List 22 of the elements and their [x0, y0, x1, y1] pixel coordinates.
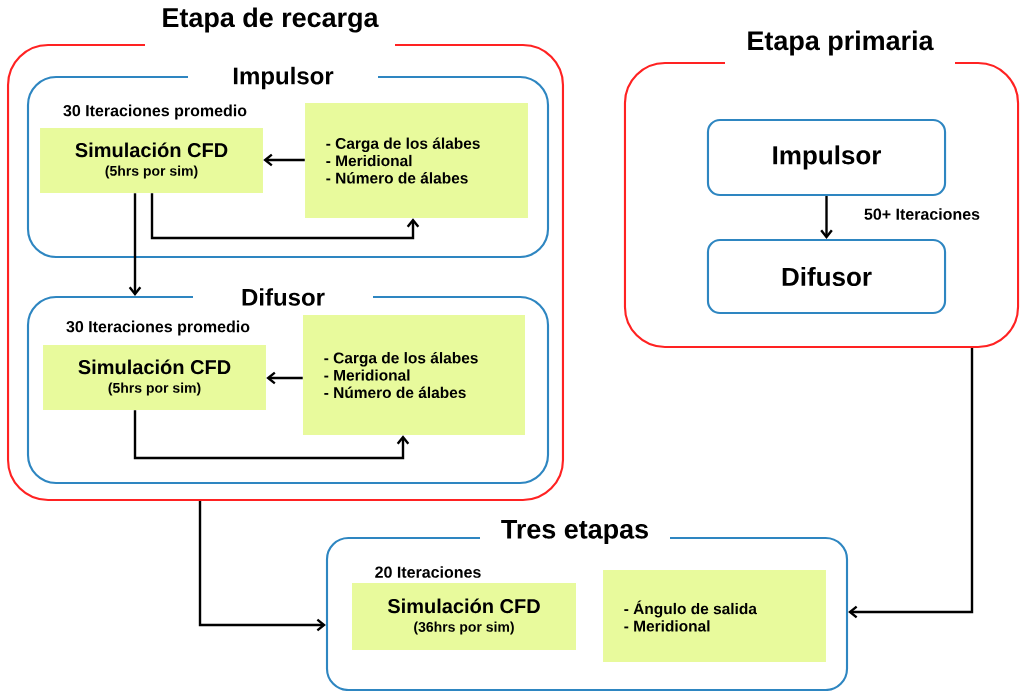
- parameter-box: - Carga de los álabes - Meridional - Número de álabes: [303, 315, 525, 435]
- iteration-note: 30 Iteraciones promedio: [66, 320, 250, 336]
- simulation-box: Simulación CFD (5hrs por sim): [40, 127, 263, 194]
- arrow: [128, 193, 142, 296]
- arrow: [133, 410, 410, 460]
- arrow: [198, 501, 326, 632]
- iteration-note: 30 Iteraciones promedio: [63, 104, 247, 120]
- parameter-box: - Carga de los álabes - Meridional - Número de álabes: [305, 103, 528, 218]
- process-box: Impulsor: [706, 118, 947, 197]
- simulation-box: Simulación CFD (5hrs por sim): [43, 344, 266, 411]
- iteration-note: 20 Iteraciones: [375, 566, 481, 578]
- simulation-box: Simulación CFD (36hrs por sim): [352, 583, 576, 650]
- arrow: [848, 348, 974, 619]
- arrow: [266, 371, 303, 385]
- node-label: Etapa primaria: [748, 30, 934, 56]
- arrow: [263, 153, 305, 167]
- edge-label: 50+ Iteraciones: [862, 206, 982, 222]
- process-box: Difusor: [706, 238, 947, 315]
- arrow: [150, 193, 420, 240]
- node-label: Etapa de recarga: [163, 7, 379, 33]
- arrow: [820, 196, 833, 239]
- parameter-box: - Ángulo de salida - Meridional: [603, 570, 826, 662]
